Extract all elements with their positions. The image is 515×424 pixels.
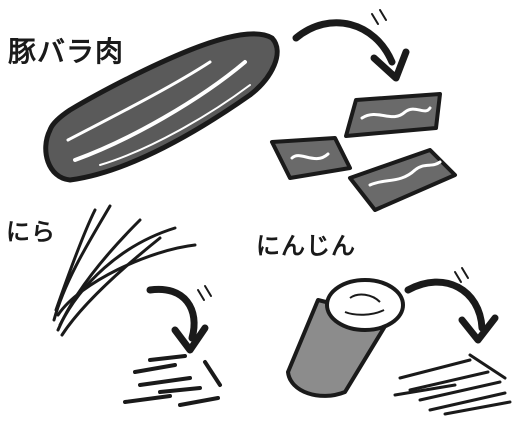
label-garlic-chives: にら (6, 212, 56, 247)
label-pork-belly: 豚バラ肉 (8, 30, 124, 70)
label-carrot: にんじん (256, 226, 356, 261)
